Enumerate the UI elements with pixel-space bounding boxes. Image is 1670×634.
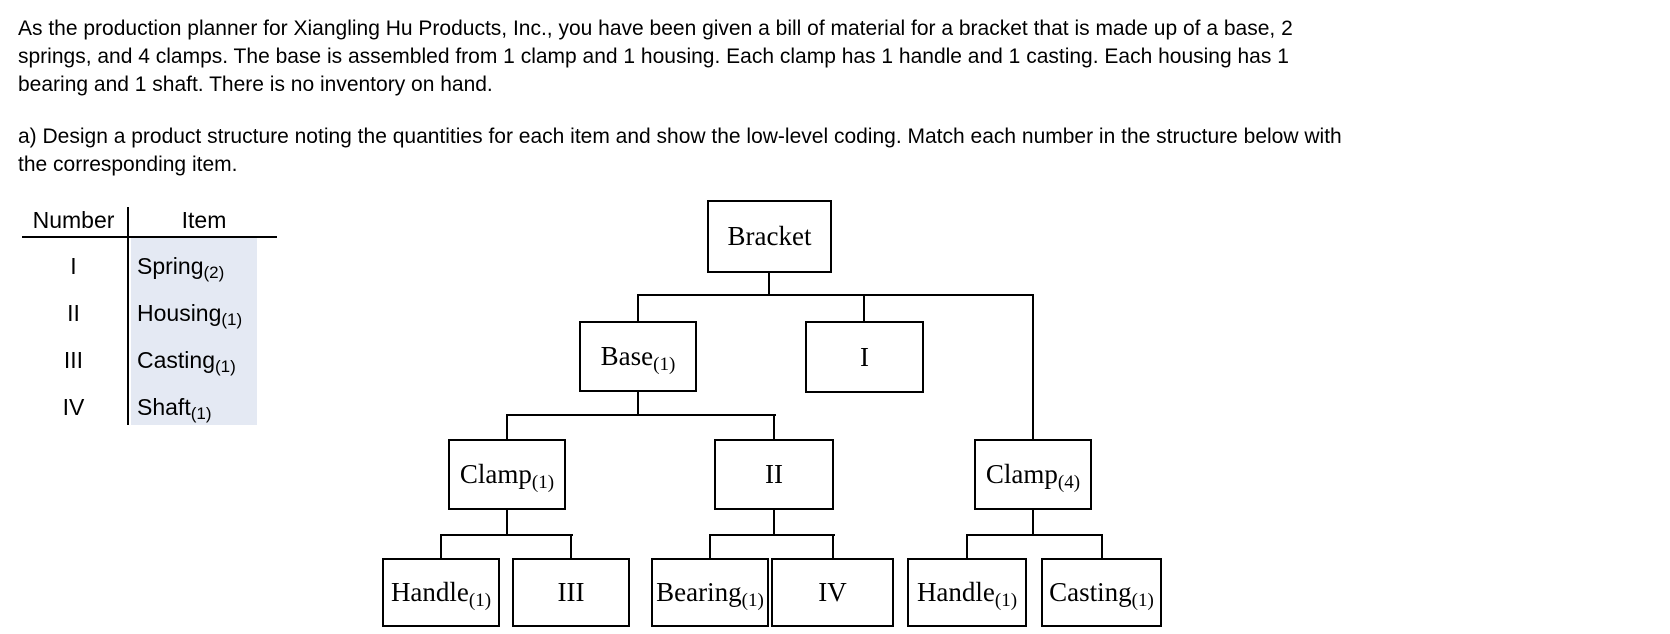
connector-line bbox=[637, 294, 1034, 296]
question-line: the corresponding item. bbox=[18, 153, 238, 176]
node-blank-IV: IV bbox=[771, 558, 894, 627]
qty-subscript: (4) bbox=[1057, 471, 1081, 493]
row-item: Shaft(1) bbox=[137, 394, 212, 423]
node-handle-left: Handle(1) bbox=[382, 558, 500, 627]
qty-subscript: (1) bbox=[994, 589, 1018, 611]
column-header-item: Item bbox=[181, 206, 227, 233]
connector-line bbox=[773, 508, 775, 536]
qty-subscript: (1) bbox=[468, 589, 492, 611]
question-line: a) Design a product structure noting the… bbox=[18, 125, 1342, 148]
node-clamp-4: Clamp(4) bbox=[974, 439, 1092, 510]
node-clamp-1: Clamp(1) bbox=[448, 439, 566, 510]
row-number: II bbox=[67, 300, 80, 326]
connector-line bbox=[966, 534, 1103, 536]
node-blank-III: III bbox=[512, 558, 630, 627]
row-number: III bbox=[63, 347, 84, 373]
node-casting: Casting(1) bbox=[1041, 558, 1162, 627]
table-header-divider bbox=[22, 236, 277, 238]
qty-subscript: (1) bbox=[531, 471, 555, 493]
item-qty: (2) bbox=[203, 262, 225, 282]
connector-line bbox=[709, 534, 711, 560]
qty-subscript: (1) bbox=[1131, 589, 1154, 611]
item-qty: (1) bbox=[221, 309, 243, 329]
row-item: Housing(1) bbox=[137, 300, 243, 329]
row-number: I bbox=[70, 253, 77, 279]
row-item: Casting(1) bbox=[137, 347, 236, 376]
number-item-table: Number Item I Spring(2) II Housing(1) II… bbox=[20, 205, 278, 429]
connector-line bbox=[768, 271, 770, 296]
item-column-highlight bbox=[131, 238, 257, 425]
qty-subscript: (1) bbox=[741, 589, 764, 611]
connector-line bbox=[570, 534, 572, 560]
intro-line: As the production planner for Xiangling … bbox=[18, 17, 1293, 40]
connector-line bbox=[440, 534, 442, 560]
node-bearing: Bearing(1) bbox=[651, 558, 769, 627]
qty-subscript: (1) bbox=[653, 353, 676, 375]
connector-line bbox=[506, 414, 508, 441]
connector-line bbox=[709, 534, 835, 536]
node-bracket: Bracket bbox=[707, 200, 832, 273]
connector-line bbox=[637, 294, 639, 323]
question-paragraph: a) Design a product structure noting the… bbox=[18, 123, 1342, 179]
connector-line bbox=[966, 534, 968, 560]
intro-line: bearing and 1 shaft. There is no invento… bbox=[18, 73, 493, 96]
node-blank-I: I bbox=[805, 321, 924, 393]
connector-line bbox=[832, 534, 834, 560]
row-number: IV bbox=[62, 394, 85, 420]
connector-line bbox=[506, 508, 508, 536]
node-base: Base(1) bbox=[579, 321, 697, 392]
item-qty: (1) bbox=[190, 403, 212, 423]
connector-line bbox=[637, 390, 639, 416]
table-column-divider bbox=[127, 207, 129, 425]
connector-line bbox=[1032, 508, 1034, 536]
item-qty: (1) bbox=[214, 356, 236, 376]
connector-line bbox=[440, 534, 573, 536]
connector-line bbox=[773, 414, 775, 441]
row-item: Spring(2) bbox=[137, 253, 225, 282]
connector-line bbox=[863, 294, 865, 323]
connector-line bbox=[1101, 534, 1103, 560]
intro-paragraph: As the production planner for Xiangling … bbox=[18, 15, 1293, 99]
node-blank-II: II bbox=[714, 439, 834, 510]
connector-line bbox=[506, 414, 776, 416]
node-handle-right: Handle(1) bbox=[907, 558, 1027, 627]
connector-line bbox=[1032, 294, 1034, 441]
intro-line: springs, and 4 clamps. The base is assem… bbox=[18, 45, 1289, 68]
column-header-number: Number bbox=[32, 206, 115, 233]
